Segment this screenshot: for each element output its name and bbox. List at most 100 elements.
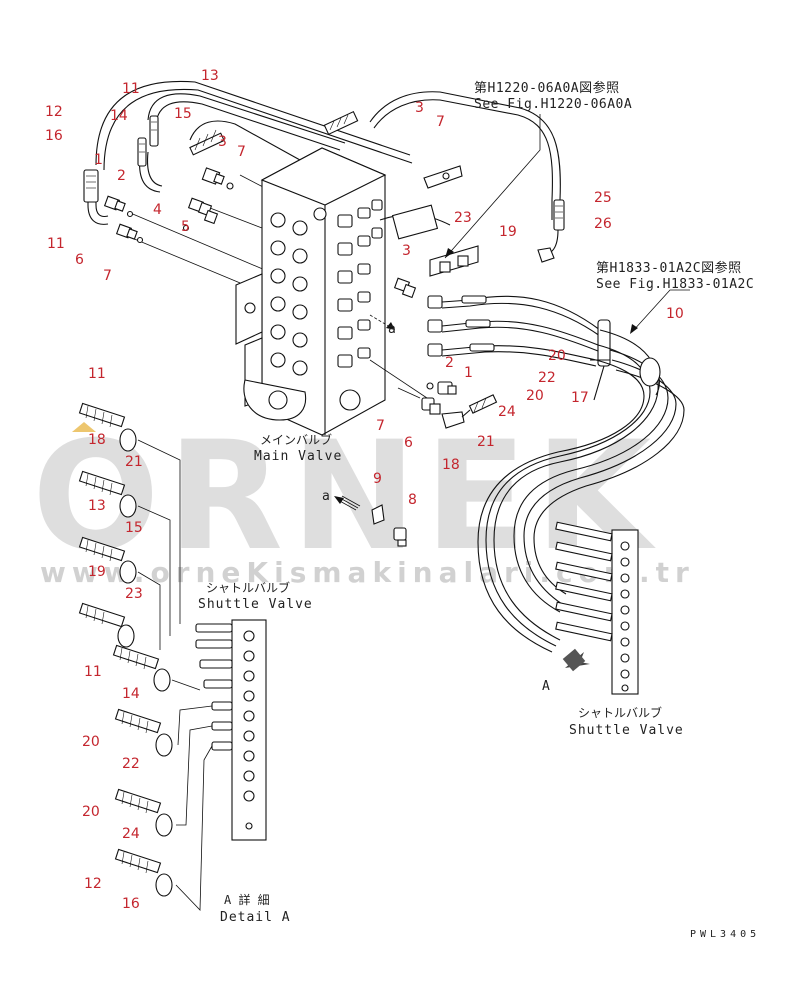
o-ring-part-7-left [136, 236, 144, 244]
part-number: 18 [88, 432, 106, 448]
bracket-part-23 [379, 165, 479, 277]
hose-bundle-part-10 [477, 329, 685, 653]
fittings-part-2-stack [427, 295, 443, 357]
detail-hose-row-2 [78, 470, 137, 518]
shuttle-valve-right-hoses [555, 521, 613, 642]
part-number: 13 [88, 498, 106, 514]
fitting-part-3-mid [393, 277, 417, 299]
part-number: 2 [445, 355, 454, 371]
part-number: 6 [404, 435, 413, 451]
fitting-part-1-lower [437, 381, 457, 395]
part-number: 7 [436, 114, 445, 130]
part-number: 19 [88, 564, 106, 580]
watermark-logo-mark [72, 422, 96, 432]
detail-a [78, 402, 267, 911]
view-A-label: A [542, 679, 551, 694]
part-number: 10 [666, 306, 684, 322]
fitting-part-6 [115, 223, 138, 240]
part-number: 3 [402, 243, 411, 259]
part-number: 7 [103, 268, 112, 284]
left-top-fittings [83, 115, 234, 244]
part-number: 24 [122, 826, 140, 842]
detail-hose-row-1 [78, 402, 137, 452]
part-number: 25 [594, 190, 612, 206]
part-number: 18 [442, 457, 460, 473]
fitting-part-4-5 [187, 197, 219, 225]
view-a-upper-label: a [388, 322, 397, 337]
ref-right-en: See Fig.H1833-01A2C [596, 277, 754, 292]
part-number: 13 [201, 68, 219, 84]
shuttle-valve-right-ports [620, 541, 630, 692]
part-number: 21 [125, 454, 143, 470]
part-number: 8 [408, 492, 417, 508]
fitting-part-2 [103, 195, 126, 212]
part-number-labels: 13 11 12 14 15 16 3 7 1 2 4 5 11 6 7 3 7… [45, 68, 684, 912]
hose-part-13 [189, 129, 225, 156]
reference-leaders [444, 114, 690, 334]
part-number: 26 [594, 216, 612, 232]
part-number: 20 [548, 348, 566, 364]
part-number: 14 [122, 686, 140, 702]
text-labels: 第H1220-06A0A図参照 See Fig.H1220-06A0A 第H18… [198, 80, 760, 940]
part-number: 3 [415, 100, 424, 116]
shuttle-valve-top-label-en: Shuttle Valve [198, 597, 313, 612]
part-number: 11 [47, 236, 65, 252]
main-valve-label-jp: メインバルブ [260, 432, 332, 447]
detail-hose-row-7 [114, 788, 173, 837]
ref-top-en: See Fig.H1220-06A0A [474, 97, 632, 112]
detail-hose-row-6 [114, 708, 173, 757]
part-number: 20 [82, 804, 100, 820]
shuttle-valve-right-label-jp: シャトルバルブ [578, 705, 662, 720]
o-ring-part-7-lower [426, 382, 434, 390]
main-valve-side-fittings [337, 199, 383, 368]
fitting-part-3-top [201, 167, 225, 185]
main-valve-label-en: Main Valve [254, 449, 342, 464]
detail-hose-row-5 [112, 644, 171, 692]
detail-route-lines [137, 439, 213, 911]
o-ring-part-7-top [226, 182, 234, 190]
part-number: 11 [88, 366, 106, 382]
part-number: 4 [153, 202, 162, 218]
mid-right-fittings [379, 165, 611, 401]
fitting-part-6-lower [421, 397, 441, 415]
part-number: 17 [571, 390, 589, 406]
fitting-part-1-left [83, 169, 99, 203]
part-number: 3 [218, 134, 227, 150]
hose-ends-mid [461, 295, 495, 352]
hose-part-21 [468, 394, 498, 414]
o-ring-left-b [182, 224, 190, 232]
hose-part-25-26 [537, 199, 565, 263]
part-number: 20 [526, 388, 544, 404]
part-number: 1 [464, 365, 473, 381]
part-number: 12 [84, 876, 102, 892]
part-number: 24 [498, 404, 516, 420]
o-ring-part-9 [371, 504, 385, 525]
shuttle-valve-top-label-jp: シャトルバルブ [206, 580, 290, 595]
ref-top-jp: 第H1220-06A0A図参照 [474, 80, 620, 96]
detail-hose-row-3 [78, 536, 137, 584]
part-number: 19 [499, 224, 517, 240]
shuttle-valve-right-label-en: Shuttle Valve [569, 723, 684, 738]
part-number: 22 [122, 756, 140, 772]
main-valve-body: a [235, 110, 397, 436]
drawing-code: PWL3405 [690, 929, 760, 940]
part-number: 23 [454, 210, 472, 226]
part-number: 11 [122, 81, 140, 97]
part-number: 22 [538, 370, 556, 386]
detail-a-label-jp: A 詳 細 [224, 892, 270, 907]
part-number: 5 [181, 219, 190, 235]
hose-part-14 [149, 115, 159, 147]
shuttle-valve-right [555, 521, 639, 695]
lower-center-parts: a [322, 359, 498, 547]
part-number: 7 [237, 144, 246, 160]
view-a-label: a [322, 489, 331, 504]
part-number: 16 [122, 896, 140, 912]
main-valve-ports [270, 207, 327, 376]
detail-hose-row-4 [78, 602, 135, 648]
hose-part-16 [137, 137, 147, 167]
detail-hose-row-8 [114, 848, 173, 897]
part-number: 23 [125, 586, 143, 602]
part-number: 16 [45, 128, 63, 144]
part-number: 2 [117, 168, 126, 184]
